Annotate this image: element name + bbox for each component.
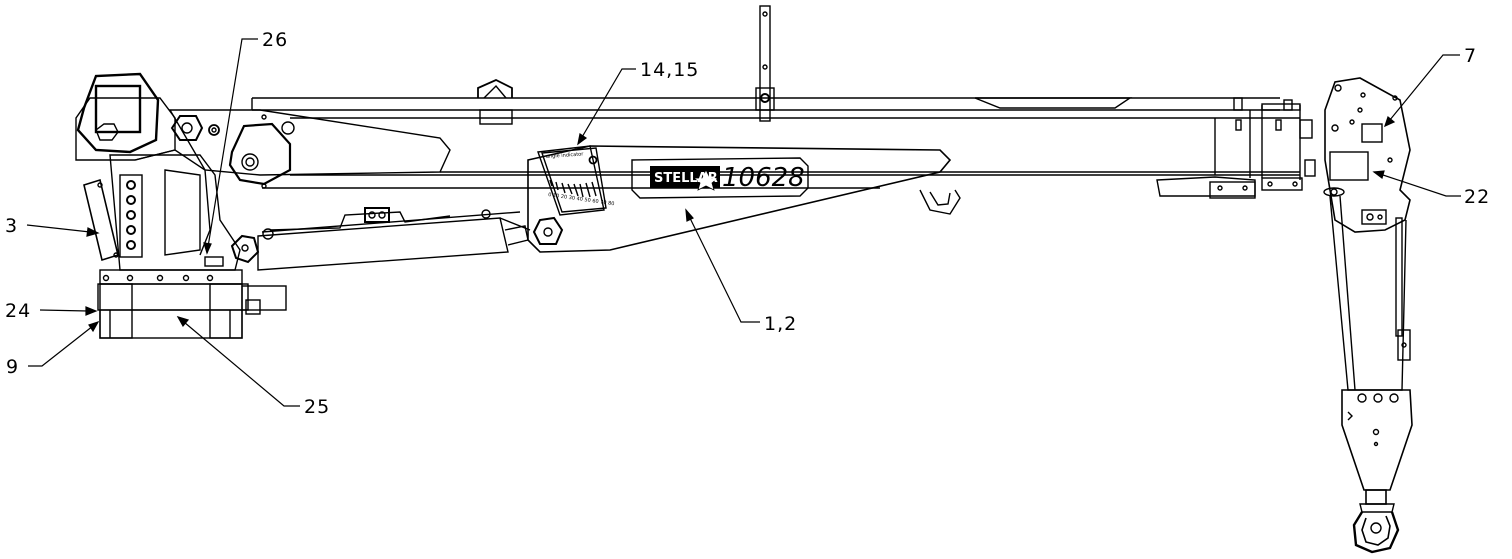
angle-indicator-icon: [541, 147, 607, 213]
pivot-pins: [170, 114, 295, 264]
control-valve-bank: [83, 174, 143, 262]
callout-22: 22: [1464, 186, 1490, 208]
callout-14-15: 14,15: [640, 59, 699, 81]
boom-hanger-link: [755, 5, 775, 122]
leader-lines: [26, 38, 1461, 407]
main-boom: [251, 79, 1316, 215]
decal-model: 10628: [722, 163, 805, 193]
callout-labels: 26 14,15 7 3 22 24 9 1,2 25: [5, 29, 1490, 418]
decal-brand: STELLAR: [654, 171, 718, 186]
callout-1-2: 1,2: [764, 313, 797, 335]
winch-drum: [76, 72, 160, 154]
callout-9: 9: [6, 356, 19, 378]
boom-extension-brackets: [1156, 176, 1303, 199]
callout-3: 3: [5, 215, 18, 237]
callout-7: 7: [1464, 45, 1477, 67]
stellar-decal: STELLAR 10628 angle indicator 0 10 20 30…: [546, 151, 805, 207]
callout-25: 25: [304, 396, 330, 418]
lift-cylinder: [257, 207, 531, 271]
callout-24: 24: [5, 300, 31, 322]
angle-indicator-title: angle indicator: [546, 151, 585, 160]
crane-base: [97, 269, 287, 339]
crane-mast: [75, 97, 451, 271]
hook-icon: [1352, 489, 1400, 554]
callout-26: 26: [262, 29, 288, 51]
boom-tip-sheave: [1323, 77, 1411, 233]
boom-side-plate: [527, 145, 952, 253]
label-plate-26: [204, 256, 224, 267]
jib-extension: [1329, 195, 1413, 491]
